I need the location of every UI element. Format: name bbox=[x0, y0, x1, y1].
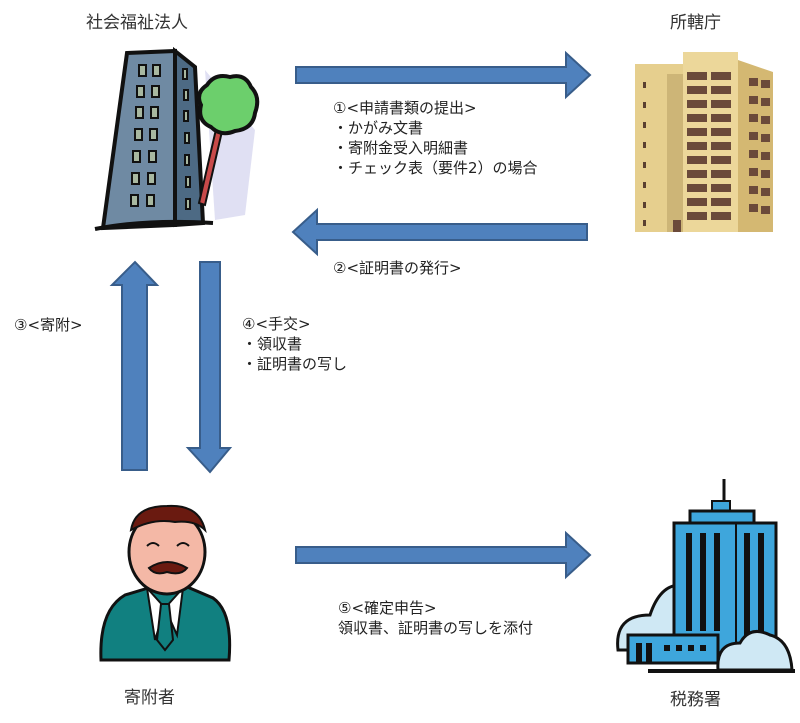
welfare-corp-label: 社会福祉法人 bbox=[86, 13, 188, 33]
authority-label: 所轄庁 bbox=[670, 13, 721, 33]
step4-note: ④<手交> ・領収書 ・証明書の写し bbox=[242, 314, 347, 374]
step4-item: ・証明書の写し bbox=[242, 355, 348, 373]
tax-office-label: 税務署 bbox=[670, 690, 721, 710]
tax-office-icon bbox=[616, 479, 795, 673]
step2-title: ②<証明書の発行> bbox=[333, 259, 462, 277]
arrow-step1 bbox=[295, 50, 592, 100]
step3-title: ③<寄附> bbox=[14, 316, 83, 334]
businessman-icon bbox=[99, 504, 232, 662]
step3-note: ③<寄附> bbox=[14, 315, 83, 335]
arrow-step3 bbox=[109, 260, 160, 471]
donor-label: 寄附者 bbox=[124, 688, 175, 708]
step5-item: 領収書、証明書の写しを添付 bbox=[338, 619, 534, 637]
arrow-step5 bbox=[295, 530, 592, 580]
step4-item: ・領収書 bbox=[242, 335, 303, 353]
step1-note: ①<申請書類の提出> ・かがみ文書 ・寄附金受入明細書 ・チェック表（要件2）の… bbox=[333, 98, 538, 178]
step1-item: ・寄附金受入明細書 bbox=[333, 139, 469, 157]
arrow-step4 bbox=[185, 261, 233, 474]
office-building-icon bbox=[94, 46, 260, 231]
government-building-icon bbox=[635, 52, 773, 232]
step4-title: ④<手交> bbox=[242, 315, 311, 333]
step1-item: ・チェック表（要件2）の場合 bbox=[333, 159, 538, 177]
step1-item: ・かがみ文書 bbox=[333, 119, 424, 137]
arrow-step2 bbox=[291, 207, 588, 257]
step5-note: ⑤<確定申告> 領収書、証明書の写しを添付 bbox=[338, 598, 533, 638]
step2-note: ②<証明書の発行> bbox=[333, 258, 462, 278]
step1-title: ①<申請書類の提出> bbox=[333, 99, 477, 117]
step5-title: ⑤<確定申告> bbox=[338, 599, 437, 617]
